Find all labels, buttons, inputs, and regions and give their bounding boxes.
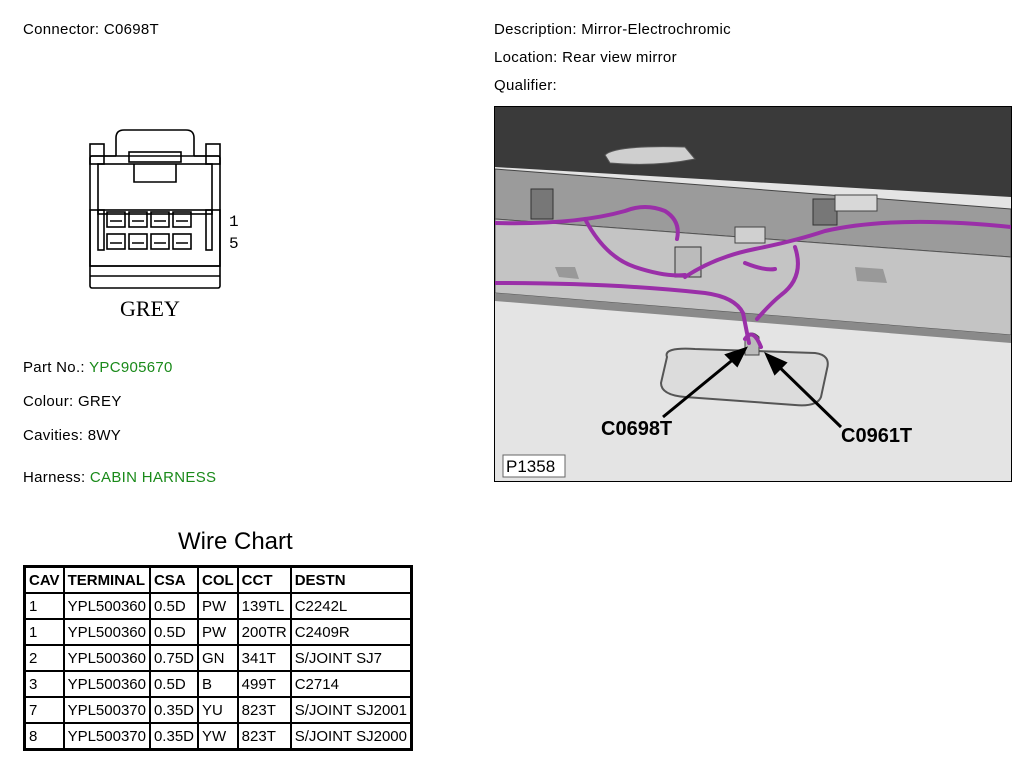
colour-label: Colour: (23, 393, 74, 410)
description-row: Description: Mirror-Electrochromic (494, 21, 731, 38)
cell-destn: S/JOINT SJ2001 (289, 696, 413, 724)
pin-label-1: 1 (229, 213, 239, 231)
cell-terminal: YPL500370 (62, 722, 151, 751)
cell-terminal: YPL500360 (62, 618, 151, 646)
description-value: Mirror-Electrochromic (581, 21, 731, 38)
cell-terminal: YPL500370 (62, 696, 151, 724)
callout-c0698t: C0698T (601, 418, 672, 440)
cell-col: PW (197, 592, 239, 620)
qualifier-label: Qualifier: (494, 77, 558, 94)
cell-col: YU (197, 696, 239, 724)
cell-csa: 0.35D (148, 722, 200, 751)
cavities-value: 8WY (87, 427, 122, 444)
cavities-row: Cavities: 8WY (23, 427, 121, 444)
cell-destn: C2242L (289, 592, 413, 620)
cell-cct: 499T (236, 670, 292, 698)
cell-cct: 341T (236, 644, 292, 672)
header-col: COL (197, 565, 239, 594)
cell-cct: 823T (236, 722, 292, 751)
cell-terminal: YPL500360 (62, 644, 151, 672)
cell-cav: 1 (23, 592, 65, 620)
wire-chart-title: Wire Chart (178, 528, 293, 555)
location-row: Location: Rear view mirror (494, 49, 677, 66)
cell-destn: S/JOINT SJ2000 (289, 722, 413, 751)
colour-value: GREY (77, 393, 122, 410)
cell-terminal: YPL500360 (62, 592, 151, 620)
table-row: 2 YPL500360 0.75D GN 341T S/JOINT SJ7 (23, 644, 413, 672)
table-row: 1 YPL500360 0.5D PW 200TR C2409R (23, 618, 413, 646)
cell-destn: C2409R (289, 618, 413, 646)
table-row: 1 YPL500360 0.5D PW 139TL C2242L (23, 592, 413, 620)
cell-cav: 2 (23, 644, 65, 672)
cell-cav: 3 (23, 670, 65, 698)
callout-c0961t: C0961T (841, 425, 912, 447)
cell-cav: 7 (23, 696, 65, 724)
description-label: Description: (494, 21, 577, 38)
cell-col: YW (197, 722, 239, 751)
cell-destn: C2714 (289, 670, 413, 698)
colour-row: Colour: GREY (23, 393, 122, 410)
header-csa: CSA (148, 565, 200, 594)
location-label: Location: (494, 49, 558, 66)
cell-terminal: YPL500360 (62, 670, 151, 698)
cell-csa: 0.5D (148, 618, 200, 646)
table-row: 3 YPL500360 0.5D B 499T C2714 (23, 670, 413, 698)
pin-label-5: 5 (229, 235, 239, 253)
location-illustration: C0698T C0961T P1358 (494, 106, 1012, 482)
part-number: Part No.: YPC905670 (23, 359, 173, 376)
location-value: Rear view mirror (562, 49, 677, 66)
cell-cav: 1 (23, 618, 65, 646)
cavities-label: Cavities: (23, 427, 84, 444)
harness-row: Harness: CABIN HARNESS (23, 469, 216, 486)
part-link[interactable]: YPC905670 (89, 359, 173, 376)
header-destn: DESTN (289, 565, 413, 594)
part-label: Part No.: (23, 359, 85, 376)
harness-link[interactable]: CABIN HARNESS (89, 469, 217, 486)
cell-cav: 8 (23, 722, 65, 751)
photo-code: P1358 (506, 457, 555, 476)
cell-col: PW (197, 618, 239, 646)
table-row: 7 YPL500370 0.35D YU 823T S/JOINT SJ2001 (23, 696, 413, 724)
connector-face-diagram: 4 8 1 5 GREY (58, 126, 254, 331)
cell-destn: S/JOINT SJ7 (289, 644, 413, 672)
cell-csa: 0.75D (148, 644, 200, 672)
header-cav: CAV (23, 565, 65, 594)
header-cct: CCT (236, 565, 292, 594)
harness-label: Harness: (23, 469, 86, 486)
cell-cct: 139TL (236, 592, 292, 620)
cell-col: B (197, 670, 239, 698)
connector-id: Connector: C0698T (23, 21, 159, 38)
qualifier-row: Qualifier: (494, 77, 557, 94)
cell-col: GN (197, 644, 239, 672)
cell-csa: 0.5D (148, 592, 200, 620)
diagram-colour-label: GREY (120, 296, 180, 321)
cell-csa: 0.35D (148, 696, 200, 724)
table-header-row: CAV TERMINAL CSA COL CCT DESTN (23, 565, 413, 594)
cell-cct: 823T (236, 696, 292, 724)
header-terminal: TERMINAL (62, 565, 151, 594)
cell-csa: 0.5D (148, 670, 200, 698)
cell-cct: 200TR (236, 618, 292, 646)
table-row: 8 YPL500370 0.35D YW 823T S/JOINT SJ2000 (23, 722, 413, 751)
wire-chart-table: CAV TERMINAL CSA COL CCT DESTN 1 YPL5003… (23, 565, 413, 751)
connector-label: Connector: (23, 21, 100, 38)
connector-value: C0698T (103, 21, 160, 38)
